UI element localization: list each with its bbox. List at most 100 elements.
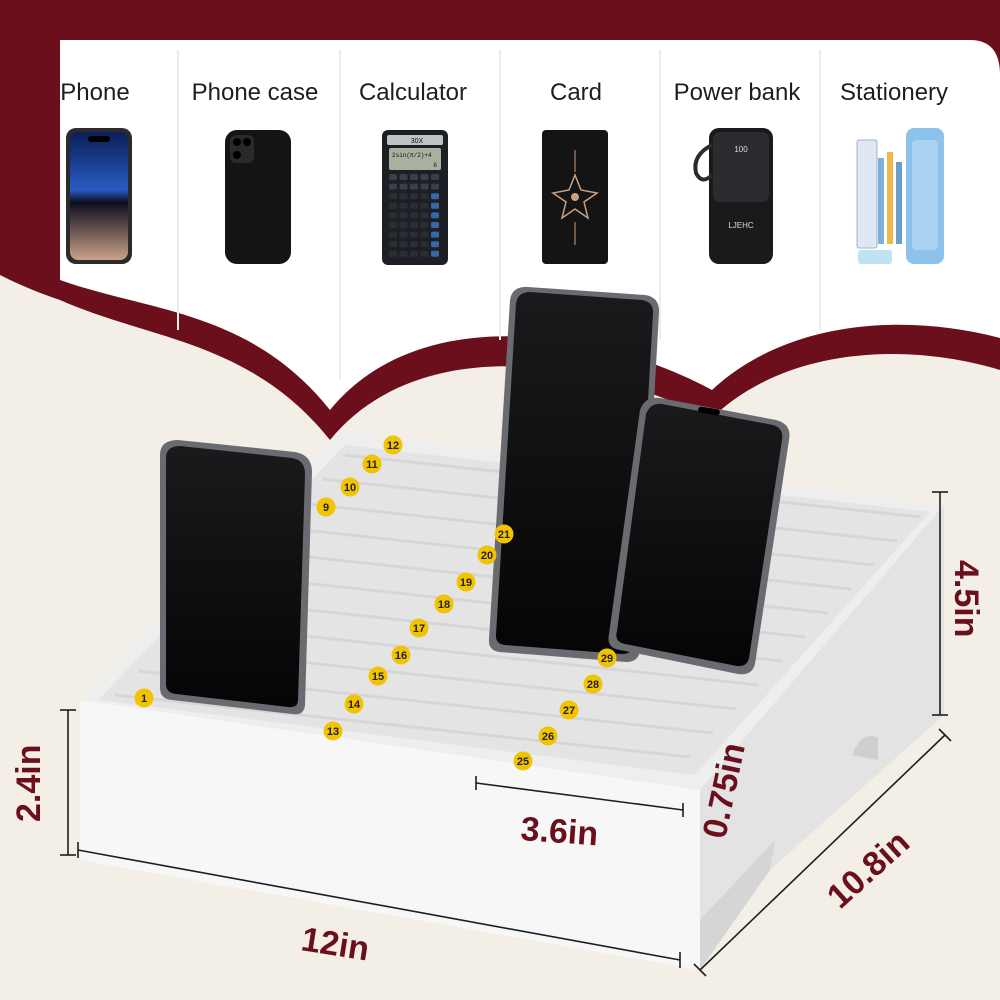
category-label-calculator: Calculator bbox=[359, 79, 467, 106]
slot-number: 15 bbox=[372, 671, 384, 683]
phone-left bbox=[160, 440, 312, 715]
slot-number: 10 bbox=[344, 482, 356, 494]
slot-sticker bbox=[391, 645, 411, 665]
calculator-keypad bbox=[389, 174, 439, 257]
calculator-key bbox=[410, 183, 418, 190]
slot-number: 12 bbox=[387, 440, 399, 452]
calculator-key bbox=[410, 231, 418, 238]
slot-number: 17 bbox=[413, 623, 425, 635]
calculator-key bbox=[410, 202, 418, 209]
power-bank-brand: LJEHC bbox=[728, 221, 754, 230]
calculator-key bbox=[420, 183, 429, 190]
slot-sticker bbox=[456, 572, 476, 592]
card-icon bbox=[542, 130, 608, 264]
calculator-key bbox=[389, 241, 397, 248]
calculator-key bbox=[431, 241, 439, 248]
slot-number: 27 bbox=[563, 705, 575, 717]
height-front-label: 2.4in bbox=[10, 745, 48, 822]
calculator-key bbox=[399, 231, 408, 238]
category-label-phone: Phone bbox=[60, 79, 129, 106]
slot-sticker bbox=[559, 700, 579, 720]
calculator-key bbox=[431, 231, 439, 238]
calculator-key bbox=[399, 222, 408, 228]
calculator-key bbox=[420, 231, 429, 238]
slot-sticker bbox=[340, 477, 360, 497]
calculator-display-line2: 6 bbox=[433, 162, 437, 169]
slot-width-label: 3.6in bbox=[519, 810, 599, 853]
calculator-key bbox=[389, 212, 397, 219]
slot-sticker bbox=[477, 545, 497, 565]
calculator-key bbox=[399, 241, 408, 248]
category-label-phone-case: Phone case bbox=[192, 79, 319, 106]
slot-sticker bbox=[362, 454, 382, 474]
calculator-key bbox=[431, 193, 439, 200]
calculator-key bbox=[399, 212, 408, 219]
category-label-card: Card bbox=[550, 79, 602, 106]
calculator-key bbox=[420, 202, 429, 209]
calculator-icon: 30X 2sin(π/2)+4 6 bbox=[382, 130, 448, 265]
phone-center bbox=[488, 286, 660, 662]
slot-number: 1 bbox=[141, 693, 147, 705]
slot-sticker bbox=[434, 594, 454, 614]
calculator-key bbox=[389, 202, 397, 209]
slot-sticker bbox=[368, 666, 388, 686]
slot-sticker bbox=[538, 726, 558, 746]
slot-number: 13 bbox=[327, 726, 339, 738]
slot-number: 20 bbox=[481, 550, 493, 562]
calculator-key bbox=[420, 212, 429, 219]
calculator-key bbox=[389, 193, 397, 200]
calculator-key bbox=[431, 212, 439, 219]
slot-sticker bbox=[513, 751, 533, 771]
slot-number: 26 bbox=[542, 731, 554, 743]
calculator-display-line1: 2sin(π/2)+4 bbox=[392, 152, 432, 159]
calculator-key bbox=[410, 212, 418, 219]
calculator-key bbox=[410, 222, 418, 228]
category-dividers bbox=[177, 50, 821, 380]
calculator-key bbox=[399, 250, 408, 257]
calculator-key bbox=[410, 241, 418, 248]
calculator-key bbox=[431, 183, 439, 190]
calculator-key bbox=[410, 193, 418, 200]
calculator-key bbox=[389, 183, 397, 190]
slot-number: 9 bbox=[323, 502, 329, 514]
power-bank-icon: 100 LJEHC bbox=[693, 128, 773, 264]
slot-sticker bbox=[597, 648, 617, 668]
category-label-power-bank: Power bank bbox=[674, 79, 802, 106]
calculator-key bbox=[399, 174, 408, 180]
slot-number: 16 bbox=[395, 650, 407, 662]
calculator-key bbox=[420, 241, 429, 248]
calculator-model: 30X bbox=[411, 138, 424, 145]
slot-divider bbox=[114, 693, 691, 759]
slot-number: 25 bbox=[517, 756, 529, 768]
calculator-key bbox=[389, 222, 397, 228]
calculator-key bbox=[389, 174, 397, 180]
slot-number: 28 bbox=[587, 679, 599, 691]
calculator-key bbox=[420, 174, 429, 180]
phone-icon bbox=[66, 128, 132, 264]
depth-label: 10.8in bbox=[820, 823, 917, 916]
calculator-key bbox=[389, 250, 397, 257]
dimension-lines bbox=[60, 491, 952, 977]
slot-number: 19 bbox=[460, 577, 472, 589]
calculator-key bbox=[431, 202, 439, 209]
category-label-stationery: Stationery bbox=[840, 79, 948, 106]
calculator-key bbox=[410, 174, 418, 180]
calculator-key bbox=[399, 183, 408, 190]
slot-number: 21 bbox=[498, 529, 510, 541]
calculator-key bbox=[389, 231, 397, 238]
slot-sticker bbox=[316, 497, 336, 517]
calculator-key bbox=[431, 222, 439, 228]
phone-case-icon bbox=[225, 130, 291, 264]
calculator-key bbox=[431, 250, 439, 257]
slot-sticker bbox=[344, 694, 364, 714]
slot-number: 29 bbox=[601, 653, 613, 665]
width-label: 12in bbox=[299, 920, 372, 968]
calculator-key bbox=[431, 174, 439, 180]
slot-sticker bbox=[494, 524, 514, 544]
calculator-key bbox=[399, 202, 408, 209]
slot-sticker bbox=[134, 688, 154, 708]
slot-sticker bbox=[323, 721, 343, 741]
